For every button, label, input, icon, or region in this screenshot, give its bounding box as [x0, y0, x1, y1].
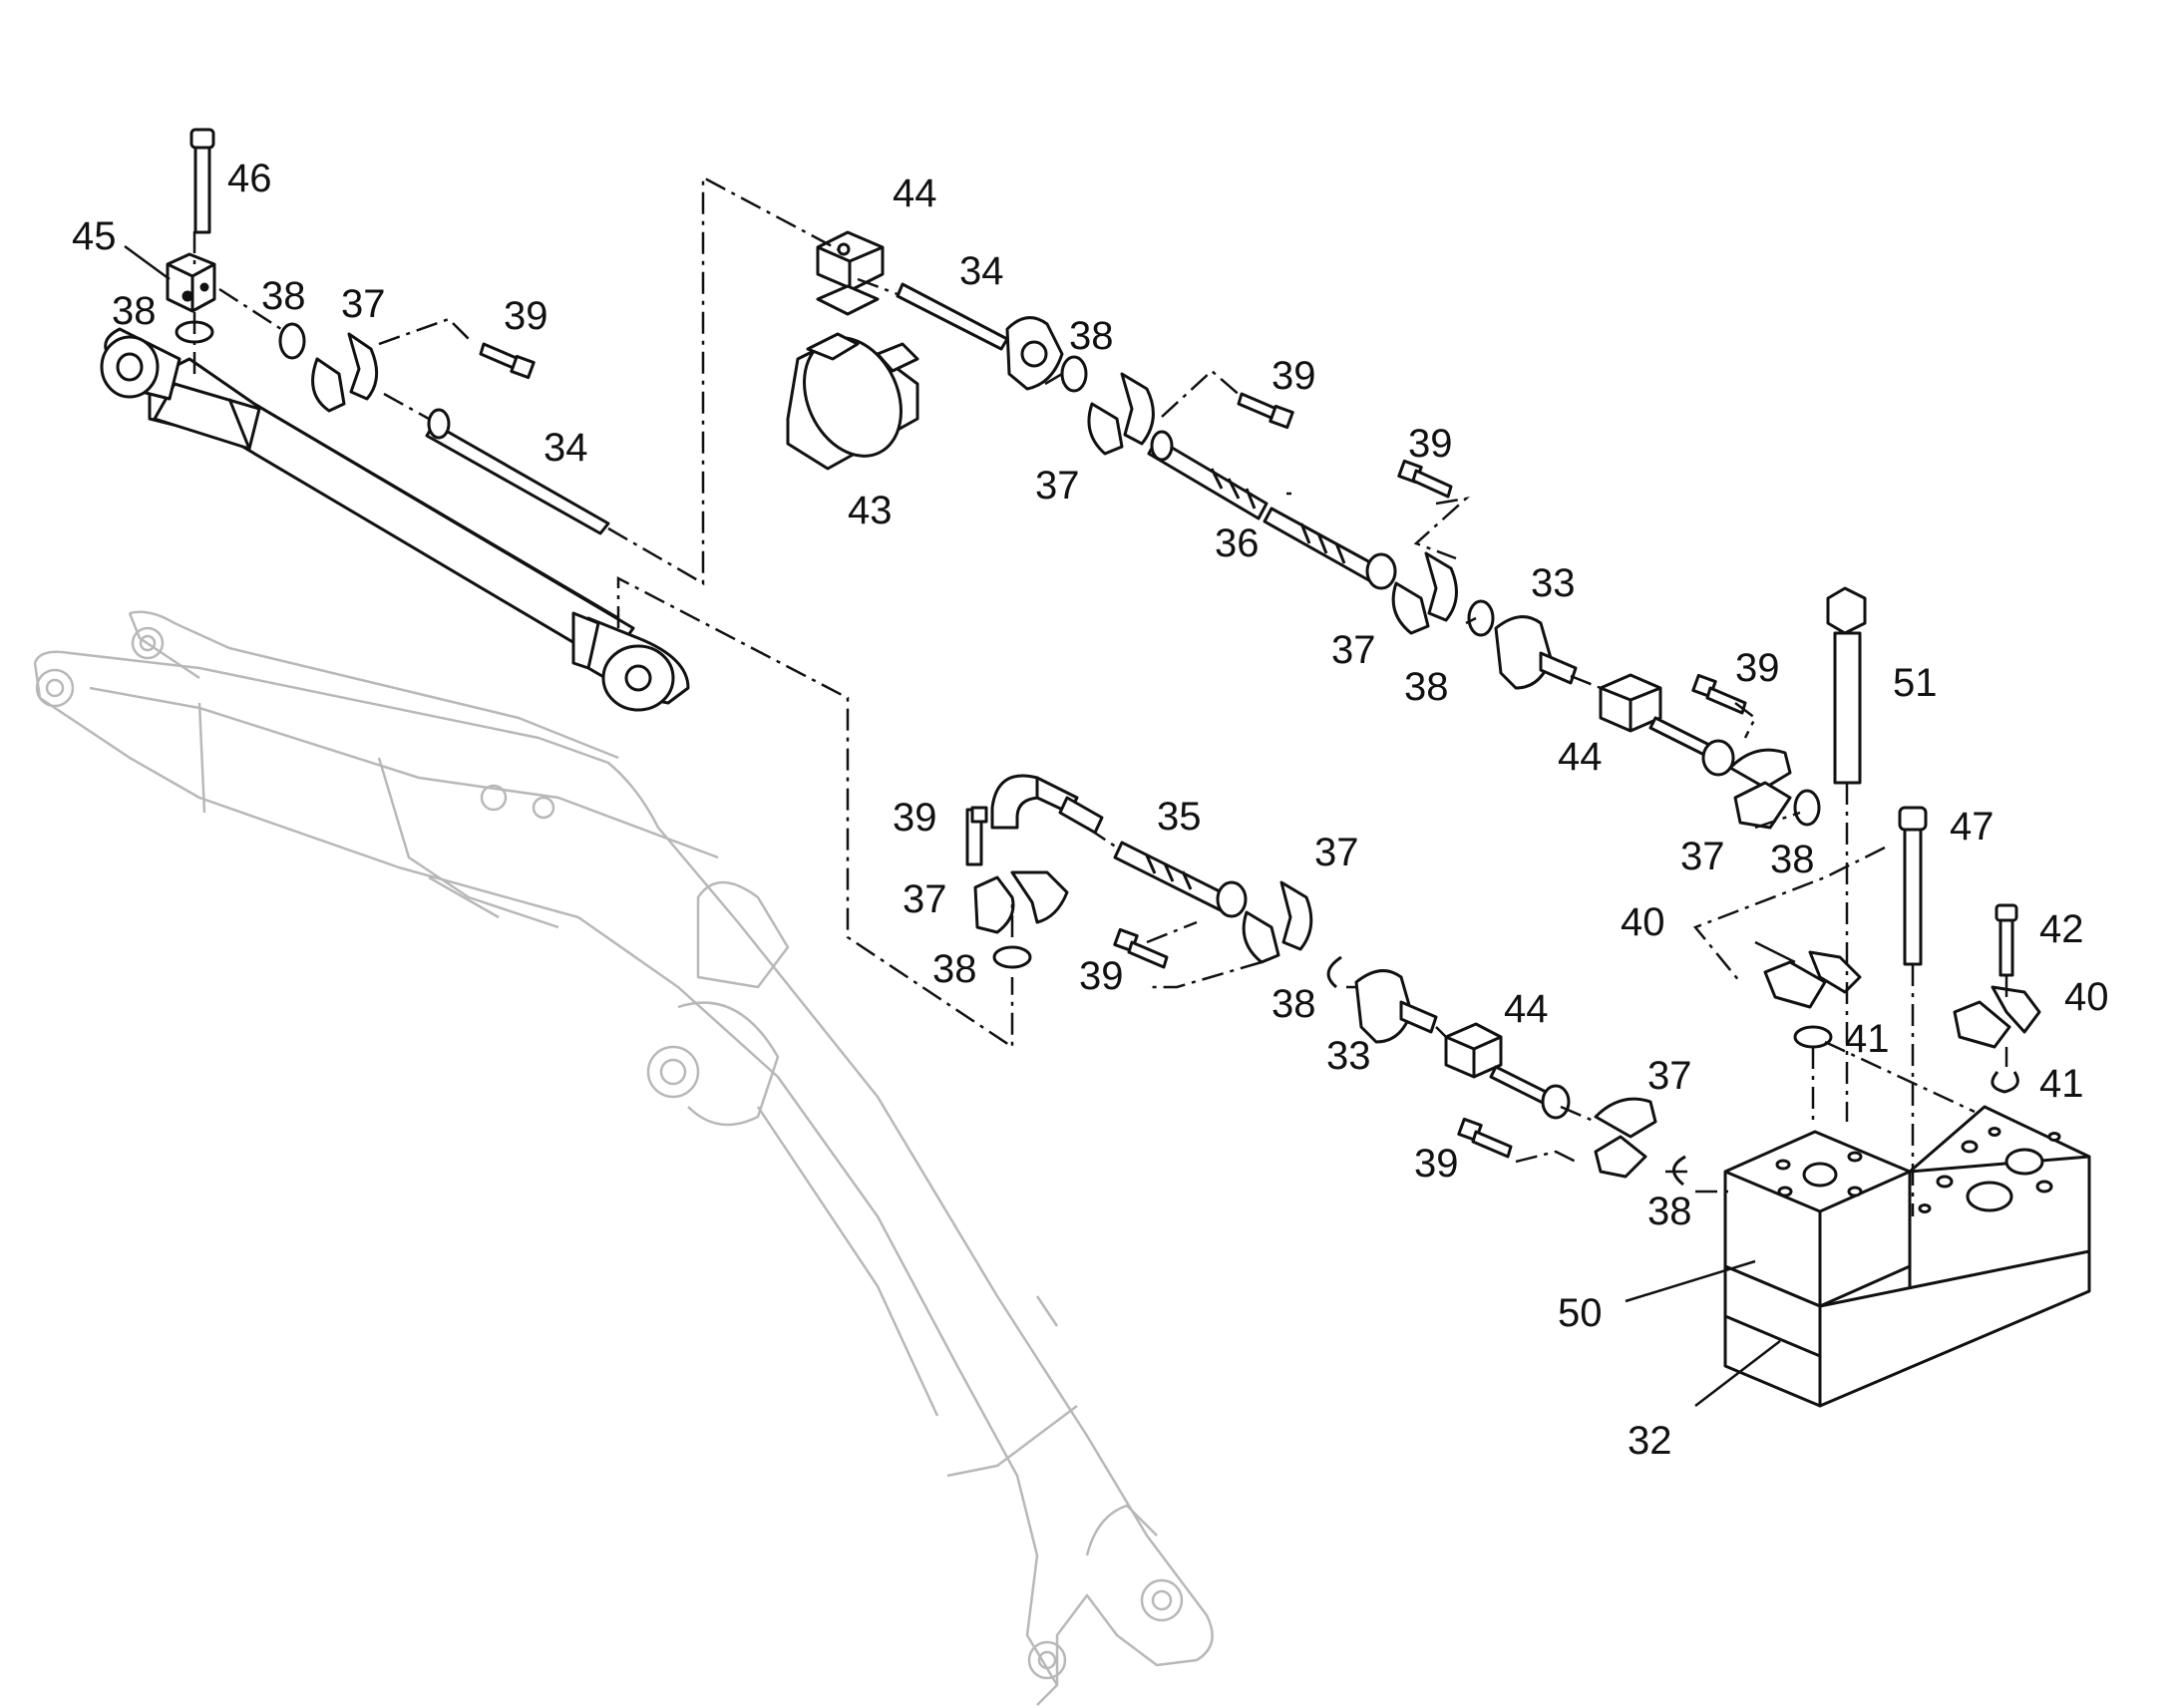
bolt-47 [1898, 806, 1928, 966]
o-ring-41b [1991, 1071, 2019, 1094]
bolt-51 [1826, 586, 1867, 785]
label-39: 39 [893, 796, 937, 840]
leader-lines [124, 244, 1796, 1407]
label-39: 39 [1408, 422, 1453, 466]
bracket-43 [786, 332, 919, 471]
label-41: 41 [1845, 1017, 1890, 1061]
label-40: 40 [1621, 900, 1665, 944]
label-35: 35 [1157, 795, 1202, 839]
label-34: 34 [959, 249, 1004, 293]
label-38: 38 [1069, 314, 1114, 358]
screw-39e [970, 806, 988, 824]
assembly-lines [192, 174, 2008, 1216]
label-46: 46 [227, 157, 272, 200]
valve-block-32 [1723, 1249, 2091, 1408]
tube-44c [1489, 1065, 1571, 1120]
clamp-44b [1599, 673, 1662, 733]
flange-34b [1005, 316, 1064, 391]
label-37: 37 [1035, 464, 1080, 508]
label-36: 36 [1215, 521, 1260, 565]
label-38: 38 [1647, 1190, 1692, 1233]
flange-half-37g [1594, 1097, 1657, 1179]
label-43: 43 [848, 489, 893, 532]
label-39: 39 [1079, 954, 1124, 998]
screw-39g [1457, 1117, 1513, 1159]
label-37: 37 [903, 877, 947, 921]
o-ring-38c [1060, 355, 1088, 393]
label-37: 37 [1680, 835, 1725, 878]
label-44: 44 [1504, 987, 1549, 1031]
valve-block-main [1908, 1105, 2091, 1328]
o-ring-38b [278, 322, 306, 360]
hose-35 [1058, 796, 1248, 918]
boom-outline [33, 610, 1214, 1706]
flange-half-37f [1242, 880, 1313, 964]
tube-34a [425, 408, 610, 535]
clamp-44c [1444, 1022, 1503, 1079]
label-40: 40 [2064, 975, 2109, 1019]
label-37: 37 [1331, 628, 1376, 672]
bolt-46 [189, 128, 215, 234]
o-ring-38f [992, 945, 1032, 969]
label-50: 50 [1558, 1291, 1603, 1335]
label-38: 38 [1272, 982, 1316, 1026]
label-41: 41 [2039, 1062, 2084, 1106]
o-ring-38h [1672, 1155, 1686, 1187]
flange-half-37b [1087, 372, 1155, 456]
o-ring-38e [1793, 789, 1821, 827]
screw-42 [1995, 903, 2018, 977]
label-38: 38 [112, 289, 157, 333]
o-ring-38g [1326, 955, 1342, 989]
label-47: 47 [1950, 805, 1995, 849]
label-37: 37 [1647, 1054, 1692, 1098]
label-38: 38 [261, 274, 306, 318]
screw-39f [1113, 927, 1169, 969]
part-labels: 46 45 38 38 37 39 34 44 34 38 39 43 37 3… [72, 157, 2109, 1463]
flange-half-37e [973, 870, 1069, 934]
label-33: 33 [1326, 1034, 1371, 1078]
screw-39a [479, 342, 536, 380]
label-32: 32 [1628, 1419, 1672, 1463]
flange-33b [1354, 969, 1438, 1044]
tube-34b [896, 282, 1009, 351]
flange-half-40b [1953, 985, 2041, 1049]
label-38: 38 [1770, 838, 1815, 881]
o-ring-41a [1793, 1025, 1833, 1049]
label-37: 37 [1314, 831, 1359, 874]
label-39: 39 [1272, 354, 1316, 398]
hose-36 [1147, 430, 1397, 590]
block-45 [166, 252, 216, 313]
tube-44b [1648, 716, 1735, 777]
flange-half-37c [1391, 551, 1458, 635]
screw-39c [1397, 459, 1453, 499]
label-51: 51 [1893, 661, 1938, 705]
flange-33a [1494, 615, 1578, 690]
label-39: 39 [1735, 646, 1780, 690]
label-33: 33 [1531, 561, 1576, 605]
screw-39d [1691, 673, 1747, 715]
label-38: 38 [932, 947, 977, 991]
label-37: 37 [341, 282, 386, 326]
label-42: 42 [2039, 907, 2084, 951]
label-34: 34 [544, 426, 588, 470]
flange-half-37a [311, 332, 379, 413]
flange-half-37d [1728, 748, 1792, 830]
o-ring-38d [1467, 599, 1495, 637]
label-38: 38 [1404, 665, 1449, 709]
label-44: 44 [1558, 735, 1603, 779]
screw-39b [1237, 392, 1294, 430]
label-44: 44 [893, 171, 937, 215]
label-39: 39 [504, 294, 548, 338]
label-39: 39 [1414, 1142, 1459, 1186]
label-45: 45 [72, 214, 117, 258]
hydraulic-cylinder [100, 327, 690, 712]
clamp-44a [816, 230, 885, 316]
